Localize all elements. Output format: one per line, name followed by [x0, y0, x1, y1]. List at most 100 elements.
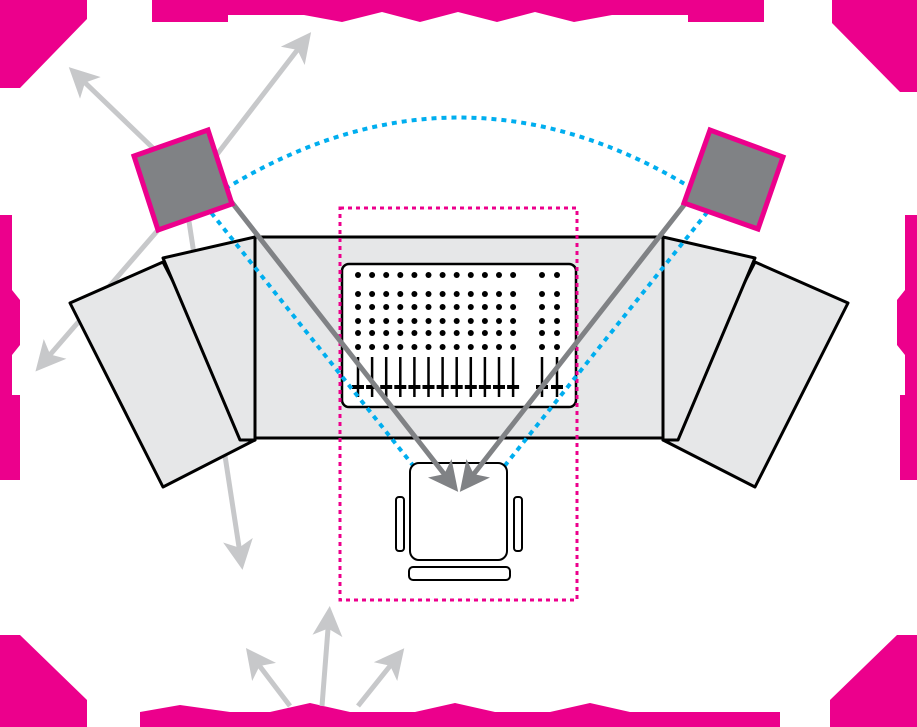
- mixer-knob: [481, 272, 488, 278]
- mixer-knob: [439, 291, 446, 297]
- wall-top-left-corner: [0, 0, 87, 88]
- chair-backrest: [408, 566, 511, 581]
- mixer-knob: [453, 330, 460, 336]
- mixer-knob: [453, 291, 460, 297]
- chair-armrest-right: [513, 496, 523, 552]
- mixer-knob: [496, 344, 502, 350]
- mixer-knob: [425, 318, 432, 324]
- mixer-fader-cap: [422, 385, 435, 389]
- mixer-knob: [383, 304, 390, 310]
- mixer-knob: [453, 272, 460, 278]
- mixer-knob: [510, 304, 517, 310]
- mixer-knob: [554, 291, 560, 297]
- mixer-knob: [397, 291, 404, 297]
- mixer-knob: [510, 272, 517, 278]
- left-monitor-speaker: [130, 126, 236, 234]
- mixer-knob: [467, 291, 474, 297]
- mixer-knob: [481, 330, 488, 336]
- mixer-knob: [355, 344, 361, 350]
- wall-left: [0, 215, 20, 480]
- direct-arrow-left: [228, 198, 459, 492]
- reflection-arrow: [312, 606, 343, 707]
- wall-right: [897, 215, 917, 480]
- mixer-knob: [554, 318, 560, 324]
- mixer-knob: [355, 318, 361, 324]
- direct-sound-arrows: [228, 198, 690, 492]
- mixer-knob: [453, 304, 460, 310]
- mixer-knob: [539, 304, 545, 310]
- mixer-knob: [453, 318, 460, 324]
- mixer-fader-cap: [394, 385, 407, 389]
- mixer-knob: [554, 330, 560, 336]
- mixer-knob: [554, 304, 560, 310]
- listening-triangle: [198, 115, 720, 527]
- mixer-knob: [411, 318, 418, 324]
- mixer-fader-cap: [408, 385, 421, 389]
- chair: [395, 462, 523, 581]
- mixer-fader-cap: [493, 385, 505, 389]
- mixer-knob: [539, 318, 545, 324]
- reflection-arrow: [203, 32, 312, 172]
- mixer-fader-cap: [436, 385, 449, 389]
- direct-arrow-right: [459, 198, 690, 492]
- mixer-fader-cap: [507, 385, 520, 389]
- mixer-knob: [355, 304, 361, 310]
- mixer-knob: [383, 318, 390, 324]
- mixer-knob: [496, 291, 502, 297]
- mixer-knob: [510, 291, 517, 297]
- mixer-knob: [397, 344, 404, 350]
- mixer-knob: [425, 291, 432, 297]
- reflection-arrow: [356, 648, 405, 708]
- mixer-knob: [425, 304, 432, 310]
- wall-top-right-corner: [832, 0, 917, 92]
- mixer-knob: [467, 272, 474, 278]
- mixer-knob: [554, 344, 560, 350]
- mixer-fader-cap: [352, 385, 364, 389]
- mixer-knob: [411, 330, 418, 336]
- sweet-spot-zone: [338, 206, 579, 602]
- mixer-knob: [481, 318, 488, 324]
- mixer-fader-cap: [551, 385, 563, 389]
- mixer-knob: [369, 291, 376, 297]
- mixer-knob: [439, 330, 446, 336]
- mixer-knob: [439, 272, 446, 278]
- chair-armrest-left: [395, 496, 405, 552]
- wall-bottom-diffuser: [140, 703, 780, 727]
- speaker-arc: [198, 115, 720, 207]
- mixer-fader-cap: [478, 385, 491, 389]
- mixer-knob: [411, 304, 418, 310]
- mixer-knob: [383, 291, 390, 297]
- mixer-knob: [383, 330, 390, 336]
- mixer-fader-cap: [464, 385, 477, 389]
- mixer-knob: [369, 272, 376, 278]
- mixer-knob: [453, 344, 460, 350]
- mixer-knob: [397, 272, 404, 278]
- mixer-knob: [369, 304, 376, 310]
- mixer-knob: [467, 344, 474, 350]
- mixer-knob: [467, 330, 474, 336]
- mixer-knob: [539, 291, 545, 297]
- right-monitor-speaker: [680, 126, 787, 233]
- mixer-knob: [397, 304, 404, 310]
- mixer-knob: [355, 291, 361, 297]
- mixer-knob: [439, 304, 446, 310]
- mixer-knob: [496, 330, 502, 336]
- mixing-console: [340, 262, 578, 409]
- mixer-knob: [539, 330, 545, 336]
- mixer-knob: [481, 291, 488, 297]
- mixer-knob: [369, 344, 376, 350]
- mixer-fader-cap: [366, 385, 379, 389]
- reflection-arrow: [245, 648, 292, 708]
- wall-bottom-left-corner: [0, 635, 87, 727]
- mixer-knob: [481, 304, 488, 310]
- mixer-knob: [383, 272, 390, 278]
- mixer-knob: [510, 318, 517, 324]
- mixer-knob: [467, 304, 474, 310]
- mixer-knob: [510, 330, 517, 336]
- desk: [68, 235, 850, 489]
- mixer-knob: [369, 318, 376, 324]
- chair-seat: [409, 462, 508, 561]
- mixer-fader-cap: [450, 385, 463, 389]
